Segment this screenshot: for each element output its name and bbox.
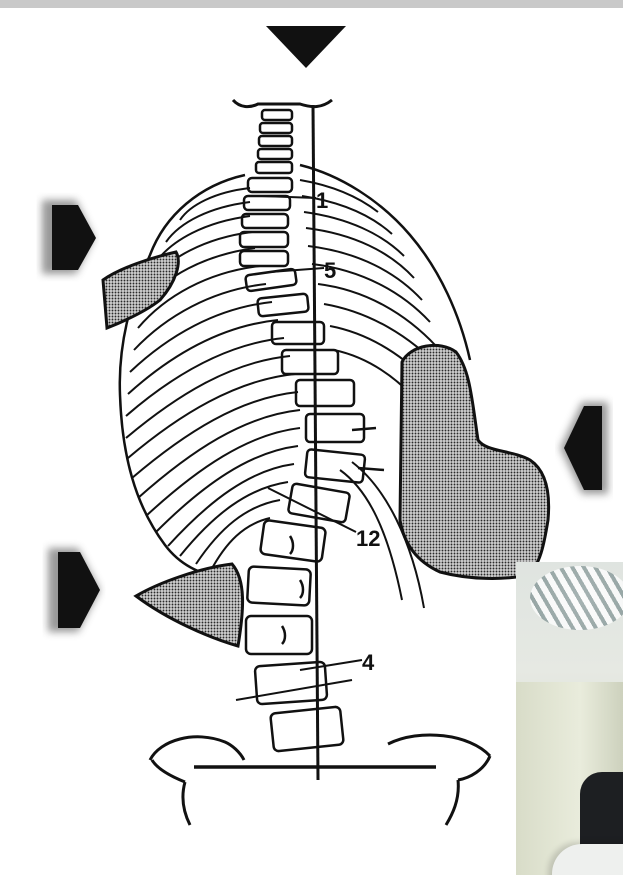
level-label-t5: 5 — [324, 258, 336, 283]
webcam-ceiling-lamp — [530, 566, 623, 630]
scan-edge — [0, 0, 623, 8]
cervical-vertebrae — [256, 110, 292, 173]
cervical-collar — [233, 100, 332, 107]
thoracic-vertebrae-lower — [272, 322, 384, 523]
level-label-t1: 1 — [316, 188, 328, 213]
lumbar-vertebrae — [246, 520, 344, 752]
arrow-right-icon — [48, 548, 100, 632]
label-leaders — [236, 196, 362, 700]
upper-left-pad — [103, 252, 178, 328]
arrow-right-icon — [42, 200, 96, 274]
ribs-left — [126, 188, 300, 572]
right-pad — [400, 345, 549, 578]
pelvis — [150, 735, 490, 825]
arrow-left-icon — [560, 402, 608, 494]
webcam-overlay — [516, 562, 623, 875]
thoracic-vertebrae-upper — [240, 178, 309, 317]
lower-left-pad — [136, 564, 243, 646]
level-label-t12: 12 — [356, 526, 380, 551]
triangle-down-icon — [266, 26, 346, 68]
level-label-l4: 4 — [362, 650, 375, 675]
